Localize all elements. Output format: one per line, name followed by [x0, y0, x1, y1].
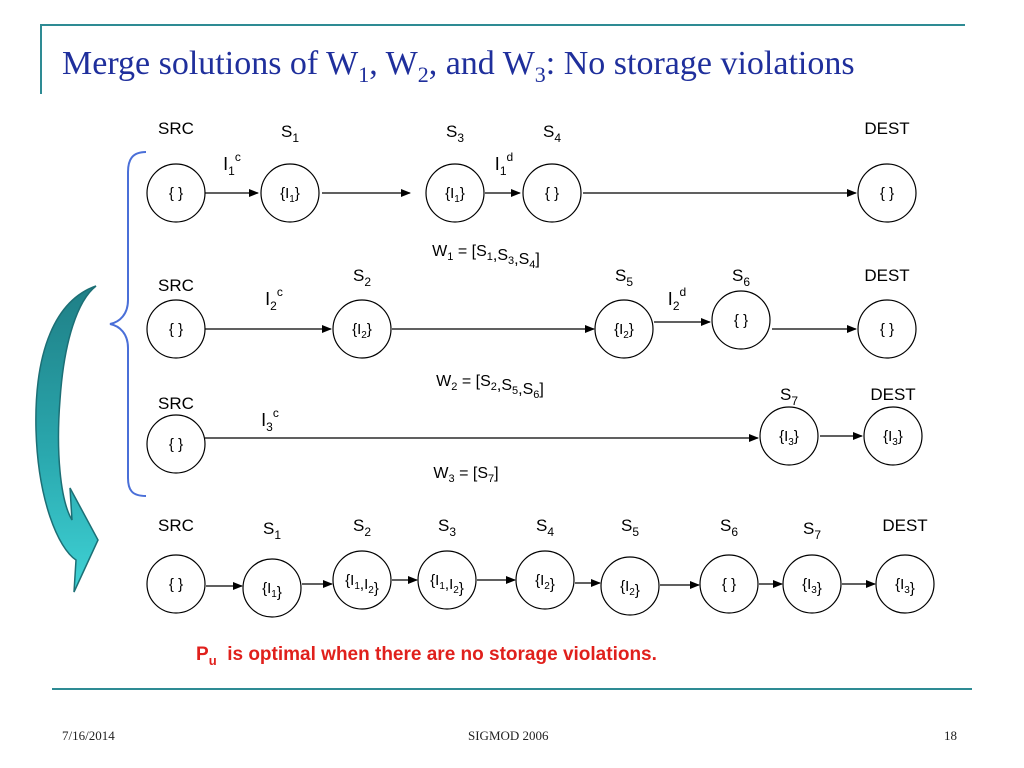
bottom-rule — [52, 688, 972, 690]
w2-station-label-4: DEST — [864, 266, 909, 285]
merged-node-0 — [146, 554, 206, 614]
w3-node-2 — [863, 406, 923, 466]
conclusion-lead: P — [196, 644, 209, 665]
merged-node-content-6: { } — [722, 576, 736, 593]
conclusion-text: Pu is optimal when there are no storage … — [196, 644, 657, 668]
w1-station-label-3: S4 — [543, 122, 561, 145]
w2-caption: W2 = [S2,S5,S6] — [436, 373, 544, 401]
conclusion-lead-sub: u — [208, 652, 217, 668]
slide-title: Merge solutions of W1, W2, and W3: No st… — [62, 45, 855, 87]
w2-node-2 — [594, 299, 654, 359]
w1-station-label-1: S1 — [281, 122, 299, 145]
w1-station-label-4: DEST — [864, 119, 909, 138]
w2-node-content-3: { } — [734, 312, 748, 329]
merged-node-content-7: {I3} — [802, 576, 822, 597]
w1-node-2 — [425, 163, 485, 223]
merged-node-1 — [242, 558, 302, 618]
w1-node-content-3: { } — [545, 185, 559, 202]
w3-node-content-1: {I3} — [779, 428, 799, 448]
w2-node-content-4: { } — [880, 321, 894, 338]
w2-node-content-0: { } — [169, 321, 183, 338]
footer-venue: SIGMOD 2006 — [468, 728, 549, 743]
merged-station-label-3: S3 — [438, 516, 456, 539]
w1-node-content-0: { } — [169, 185, 183, 202]
w1-caption: W1 = [S1,S3,S4] — [432, 243, 540, 271]
w3-station-label-1: S7 — [780, 385, 798, 408]
w3-node-content-0: { } — [169, 436, 183, 453]
merged-node-6 — [699, 554, 759, 614]
merged-node-content-5: {I2} — [620, 578, 640, 599]
footer-page: 18 — [944, 728, 957, 743]
footer-date: 7/16/2014 — [62, 728, 115, 743]
merged-node-content-3: {I1,I2} — [430, 572, 464, 597]
merged-station-label-1: S1 — [263, 519, 281, 542]
w2-node-content-1: {I2} — [352, 321, 372, 341]
workflow-diagram: SRC { } S1 {I1} S3 {I1} S4 { } DEST { } I1c I1d W1 =… — [35, 119, 935, 618]
merged-station-label-5: S5 — [621, 516, 639, 539]
merged-station-label-2: S2 — [353, 516, 371, 539]
merged-node-3 — [417, 550, 477, 610]
conclusion-body: is optimal when there are no storage vio… — [216, 644, 652, 665]
merged-node-content-0: { } — [169, 576, 183, 593]
merged-node-content-2: {I1,I2} — [345, 572, 379, 597]
merged-node-content-4: {I2} — [535, 572, 555, 593]
merged-station-label-4: S4 — [536, 516, 554, 539]
w3-caption: W3 = [S7] — [433, 465, 498, 485]
w1-node-3 — [522, 163, 582, 223]
merged-node-8 — [875, 554, 935, 614]
top-rule — [40, 24, 965, 26]
merged-node-2 — [332, 550, 392, 610]
w3-node-0 — [146, 414, 206, 474]
w1-node-4 — [857, 163, 917, 223]
w1-node-content-4: { } — [880, 185, 894, 202]
w2-node-3 — [711, 290, 771, 350]
w2-edge-label-0: I2c — [265, 285, 283, 313]
workflow-group-brace — [109, 151, 147, 497]
merged-node-4 — [515, 550, 575, 610]
w2-station-label-2: S5 — [615, 266, 633, 289]
w1-station-label-2: S3 — [446, 122, 464, 145]
merged-node-7 — [782, 554, 842, 614]
merged-station-label-8: DEST — [882, 516, 927, 535]
w3-node-content-2: {I3} — [883, 428, 903, 448]
merge-curved-arrow-icon — [35, 285, 99, 593]
w2-station-label-1: S2 — [353, 266, 371, 289]
w1-edge-label-1: I1d — [495, 150, 513, 178]
merged-node-content-8: {I3} — [895, 576, 915, 597]
merged-node-content-1: {I1} — [262, 580, 282, 601]
merged-station-label-6: S6 — [720, 516, 738, 539]
w2-node-1 — [332, 299, 392, 359]
w2-station-label-0: SRC — [158, 276, 194, 295]
merged-node-5 — [600, 556, 660, 616]
w2-node-content-2: {I2} — [614, 321, 634, 341]
w2-station-label-3: S6 — [732, 266, 750, 289]
merged-station-label-0: SRC — [158, 516, 194, 535]
conclusion-end: . — [651, 644, 657, 665]
w2-node-4 — [857, 299, 917, 359]
w2-edge-label-1: I2d — [668, 285, 686, 313]
w1-node-content-2: {I1} — [445, 185, 465, 205]
merged-station-label-7: S7 — [803, 519, 821, 542]
w3-edge-label-0: I3c — [261, 406, 279, 434]
w3-station-label-0: SRC — [158, 394, 194, 413]
w1-edge-label-0: I1c — [223, 150, 241, 178]
w3-node-1 — [759, 406, 819, 466]
w1-node-1 — [260, 163, 320, 223]
left-rule — [40, 24, 42, 94]
w1-node-content-1: {I1} — [280, 185, 300, 205]
w1-station-label-0: SRC — [158, 119, 194, 138]
w3-station-label-2: DEST — [870, 385, 915, 404]
